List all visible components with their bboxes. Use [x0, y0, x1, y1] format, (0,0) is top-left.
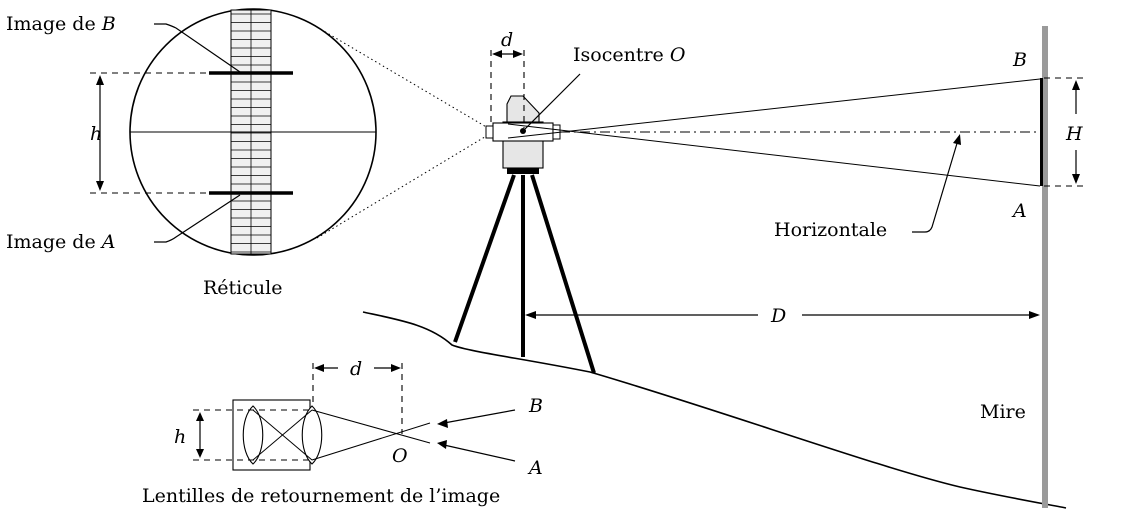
- label-reticle-h: h: [90, 123, 102, 145]
- H-arrow-top: [1072, 80, 1080, 90]
- D-arrow-right: [1029, 311, 1040, 319]
- label-a-right: A: [1011, 200, 1027, 222]
- arrow-b-bottom-head: [437, 419, 448, 428]
- lens-ray-upper: [311, 409, 431, 444]
- lens-right: [301, 405, 323, 465]
- h-arrow-top: [96, 75, 104, 85]
- lens-cross-2: [252, 409, 313, 461]
- zoom-line-bottom: [316, 134, 489, 239]
- isocentre-point: [520, 128, 526, 134]
- arrow-a-bottom-line: [443, 444, 516, 462]
- label-reticle-caption: Réticule: [203, 277, 282, 299]
- label-isocentre: Isocentre O: [573, 44, 686, 66]
- h-arrow-bottom: [96, 181, 104, 191]
- horizontale-arrow: [953, 134, 961, 145]
- lens-ray-lower: [311, 422, 431, 461]
- h-bottom-arrow-bottom: [196, 449, 204, 458]
- lens-inset: [232, 399, 431, 471]
- staff-intercept-bar: [1040, 78, 1043, 186]
- label-H: H: [1065, 123, 1083, 145]
- label-lens-caption: Lentilles de retournement de l’image: [142, 485, 500, 507]
- label-D: D: [770, 305, 786, 327]
- arrow-a-bottom-head: [437, 440, 447, 449]
- leader-image-a: [154, 194, 241, 243]
- label-image-b: Image de B: [6, 13, 116, 35]
- leader-isocentre: [524, 73, 581, 130]
- tripod-leg-left: [453, 174, 516, 343]
- instrument-eyepiece: [485, 125, 494, 139]
- label-d-top: d: [501, 29, 513, 51]
- label-O-bottom: O: [392, 445, 408, 467]
- instrument-top: [506, 95, 540, 123]
- lens-left: [242, 405, 264, 465]
- label-horizontale: Horizontale: [774, 219, 887, 241]
- label-b-bottom: B: [528, 395, 543, 417]
- leader-horizontale: [912, 139, 959, 233]
- label-b-top: B: [1012, 49, 1027, 71]
- label-mire: Mire: [980, 401, 1026, 423]
- d-bottom-arrow-left: [314, 364, 324, 372]
- staff-rod: [1042, 26, 1048, 508]
- d-top-arrow-left: [492, 50, 502, 58]
- ground-line: [362, 311, 1067, 509]
- label-image-a: Image de A: [6, 231, 115, 253]
- tripod-leg-right: [530, 174, 596, 374]
- leader-image-b: [154, 23, 241, 73]
- ray-to-b: [507, 78, 1041, 139]
- H-arrow-bottom: [1072, 174, 1080, 184]
- reticle: [129, 8, 377, 256]
- label-a-bottom: A: [527, 457, 543, 479]
- arrow-b-bottom-line: [443, 409, 516, 424]
- label-d-bottom: d: [350, 358, 362, 380]
- d-bottom-arrow-right: [391, 364, 401, 372]
- d-top-arrow-right: [513, 50, 523, 58]
- theodolite: [485, 95, 561, 174]
- h-bottom-arrow-top: [196, 412, 204, 421]
- ray-to-a: [507, 123, 1041, 187]
- zoom-line-top: [316, 26, 489, 129]
- label-h-bottom: h: [174, 426, 186, 448]
- D-arrow-left: [525, 311, 536, 319]
- instrument-base: [507, 168, 539, 174]
